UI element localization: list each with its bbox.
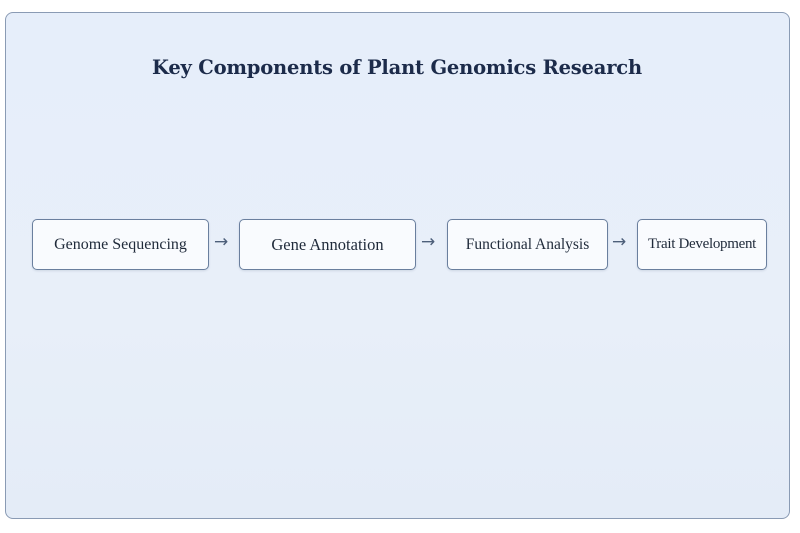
node-label: Trait Development (647, 236, 757, 252)
node-genome-sequencing: Genome Sequencing (32, 219, 209, 270)
node-trait-development: Trait Development (637, 219, 767, 270)
node-gene-annotation: Gene Annotation (239, 219, 416, 270)
arrow-right-icon: → (612, 232, 627, 252)
node-label: Functional Analysis (465, 235, 590, 253)
node-label: Genome Sequencing (54, 235, 187, 253)
arrow-right-icon: → (421, 232, 436, 252)
diagram-title: Key Components of Plant Genomics Researc… (152, 56, 642, 79)
node-functional-analysis: Functional Analysis (447, 219, 608, 270)
node-label: Gene Annotation (271, 234, 384, 254)
arrow-right-icon: → (214, 232, 229, 252)
